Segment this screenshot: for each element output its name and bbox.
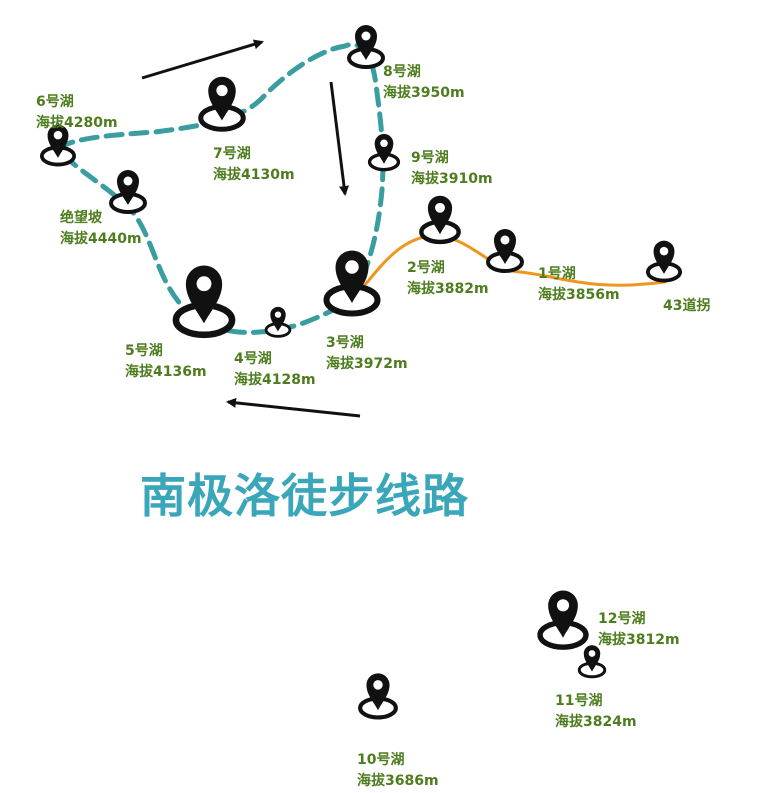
lake-elevation: 海拔3950m xyxy=(383,85,465,101)
lake-elevation: 海拔3856m xyxy=(538,287,620,303)
lake-elevation: 海拔3910m xyxy=(411,171,493,187)
lake-name: 6号湖 xyxy=(36,94,74,110)
lake-label: 7号湖海拔4130m xyxy=(213,144,295,186)
lake-label: 1号湖海拔3856m xyxy=(538,264,620,306)
map-pin-icon[interactable] xyxy=(198,76,246,132)
direction-arrow-icon xyxy=(141,39,264,80)
lake-name: 9号湖 xyxy=(411,150,449,166)
lake-name: 1号湖 xyxy=(538,266,576,282)
lake-elevation: 海拔4280m xyxy=(36,115,118,131)
lake-label: 10号湖海拔3686m xyxy=(357,750,439,792)
map-pin-icon[interactable] xyxy=(577,645,607,679)
lake-elevation: 海拔3686m xyxy=(357,773,439,789)
map-pin-icon[interactable] xyxy=(264,306,292,338)
lake-label: 2号湖海拔3882m xyxy=(407,258,489,300)
lake-elevation: 海拔3972m xyxy=(326,356,408,372)
lake-name: 绝望坡 xyxy=(60,210,102,226)
direction-arrow-icon xyxy=(329,81,349,196)
lake-label: 8号湖海拔3950m xyxy=(383,62,465,104)
lake-name: 8号湖 xyxy=(383,64,421,80)
lake-name: 3号湖 xyxy=(326,335,364,351)
map-pin-icon[interactable] xyxy=(645,240,683,283)
lake-elevation: 海拔4136m xyxy=(125,364,207,380)
map-pin-icon[interactable] xyxy=(419,195,461,245)
map-pin-icon[interactable] xyxy=(323,250,381,317)
trail-solid-route xyxy=(350,234,667,302)
map-pin-icon[interactable] xyxy=(347,25,385,69)
lake-label: 3号湖海拔3972m xyxy=(326,333,408,375)
lake-name: 2号湖 xyxy=(407,260,445,276)
map-pin-icon[interactable] xyxy=(367,133,401,172)
lake-label: 绝望坡海拔4440m xyxy=(60,208,142,250)
lake-name: 12号湖 xyxy=(598,611,646,627)
lake-name: 11号湖 xyxy=(555,693,603,709)
lake-name: 4号湖 xyxy=(234,351,272,367)
lake-name: 10号湖 xyxy=(357,752,405,768)
map-pin-icon[interactable] xyxy=(486,229,524,273)
lake-elevation: 海拔4440m xyxy=(60,231,142,247)
map-pin-icon[interactable] xyxy=(358,673,398,720)
lake-name: 5号湖 xyxy=(125,343,163,359)
map-pin-icon[interactable] xyxy=(109,170,147,214)
map-pin-icon[interactable] xyxy=(172,265,236,339)
lake-elevation: 海拔4128m xyxy=(234,372,316,388)
lake-elevation: 海拔3824m xyxy=(555,714,637,730)
lake-label: 4号湖海拔4128m xyxy=(234,349,316,391)
direction-arrow-icon xyxy=(226,397,361,418)
map-title: 南极洛徒步线路 xyxy=(140,469,469,523)
lake-elevation: 海拔4130m xyxy=(213,167,295,183)
lake-elevation: 海拔3812m xyxy=(598,632,680,648)
lake-label: 5号湖海拔4136m xyxy=(125,341,207,383)
lake-name: 7号湖 xyxy=(213,146,251,162)
lake-label: 12号湖海拔3812m xyxy=(598,609,680,651)
lake-label: 43道拐 xyxy=(663,296,710,317)
lake-elevation: 海拔3882m xyxy=(407,281,489,297)
map-pin-icon[interactable] xyxy=(537,590,589,650)
lake-name: 43道拐 xyxy=(663,298,711,314)
map-pin-icon[interactable] xyxy=(39,124,77,167)
lake-label: 9号湖海拔3910m xyxy=(411,148,493,190)
lake-label: 6号湖海拔4280m xyxy=(36,92,118,134)
trail-dashed-route xyxy=(54,42,386,335)
lake-label: 11号湖海拔3824m xyxy=(555,691,637,733)
